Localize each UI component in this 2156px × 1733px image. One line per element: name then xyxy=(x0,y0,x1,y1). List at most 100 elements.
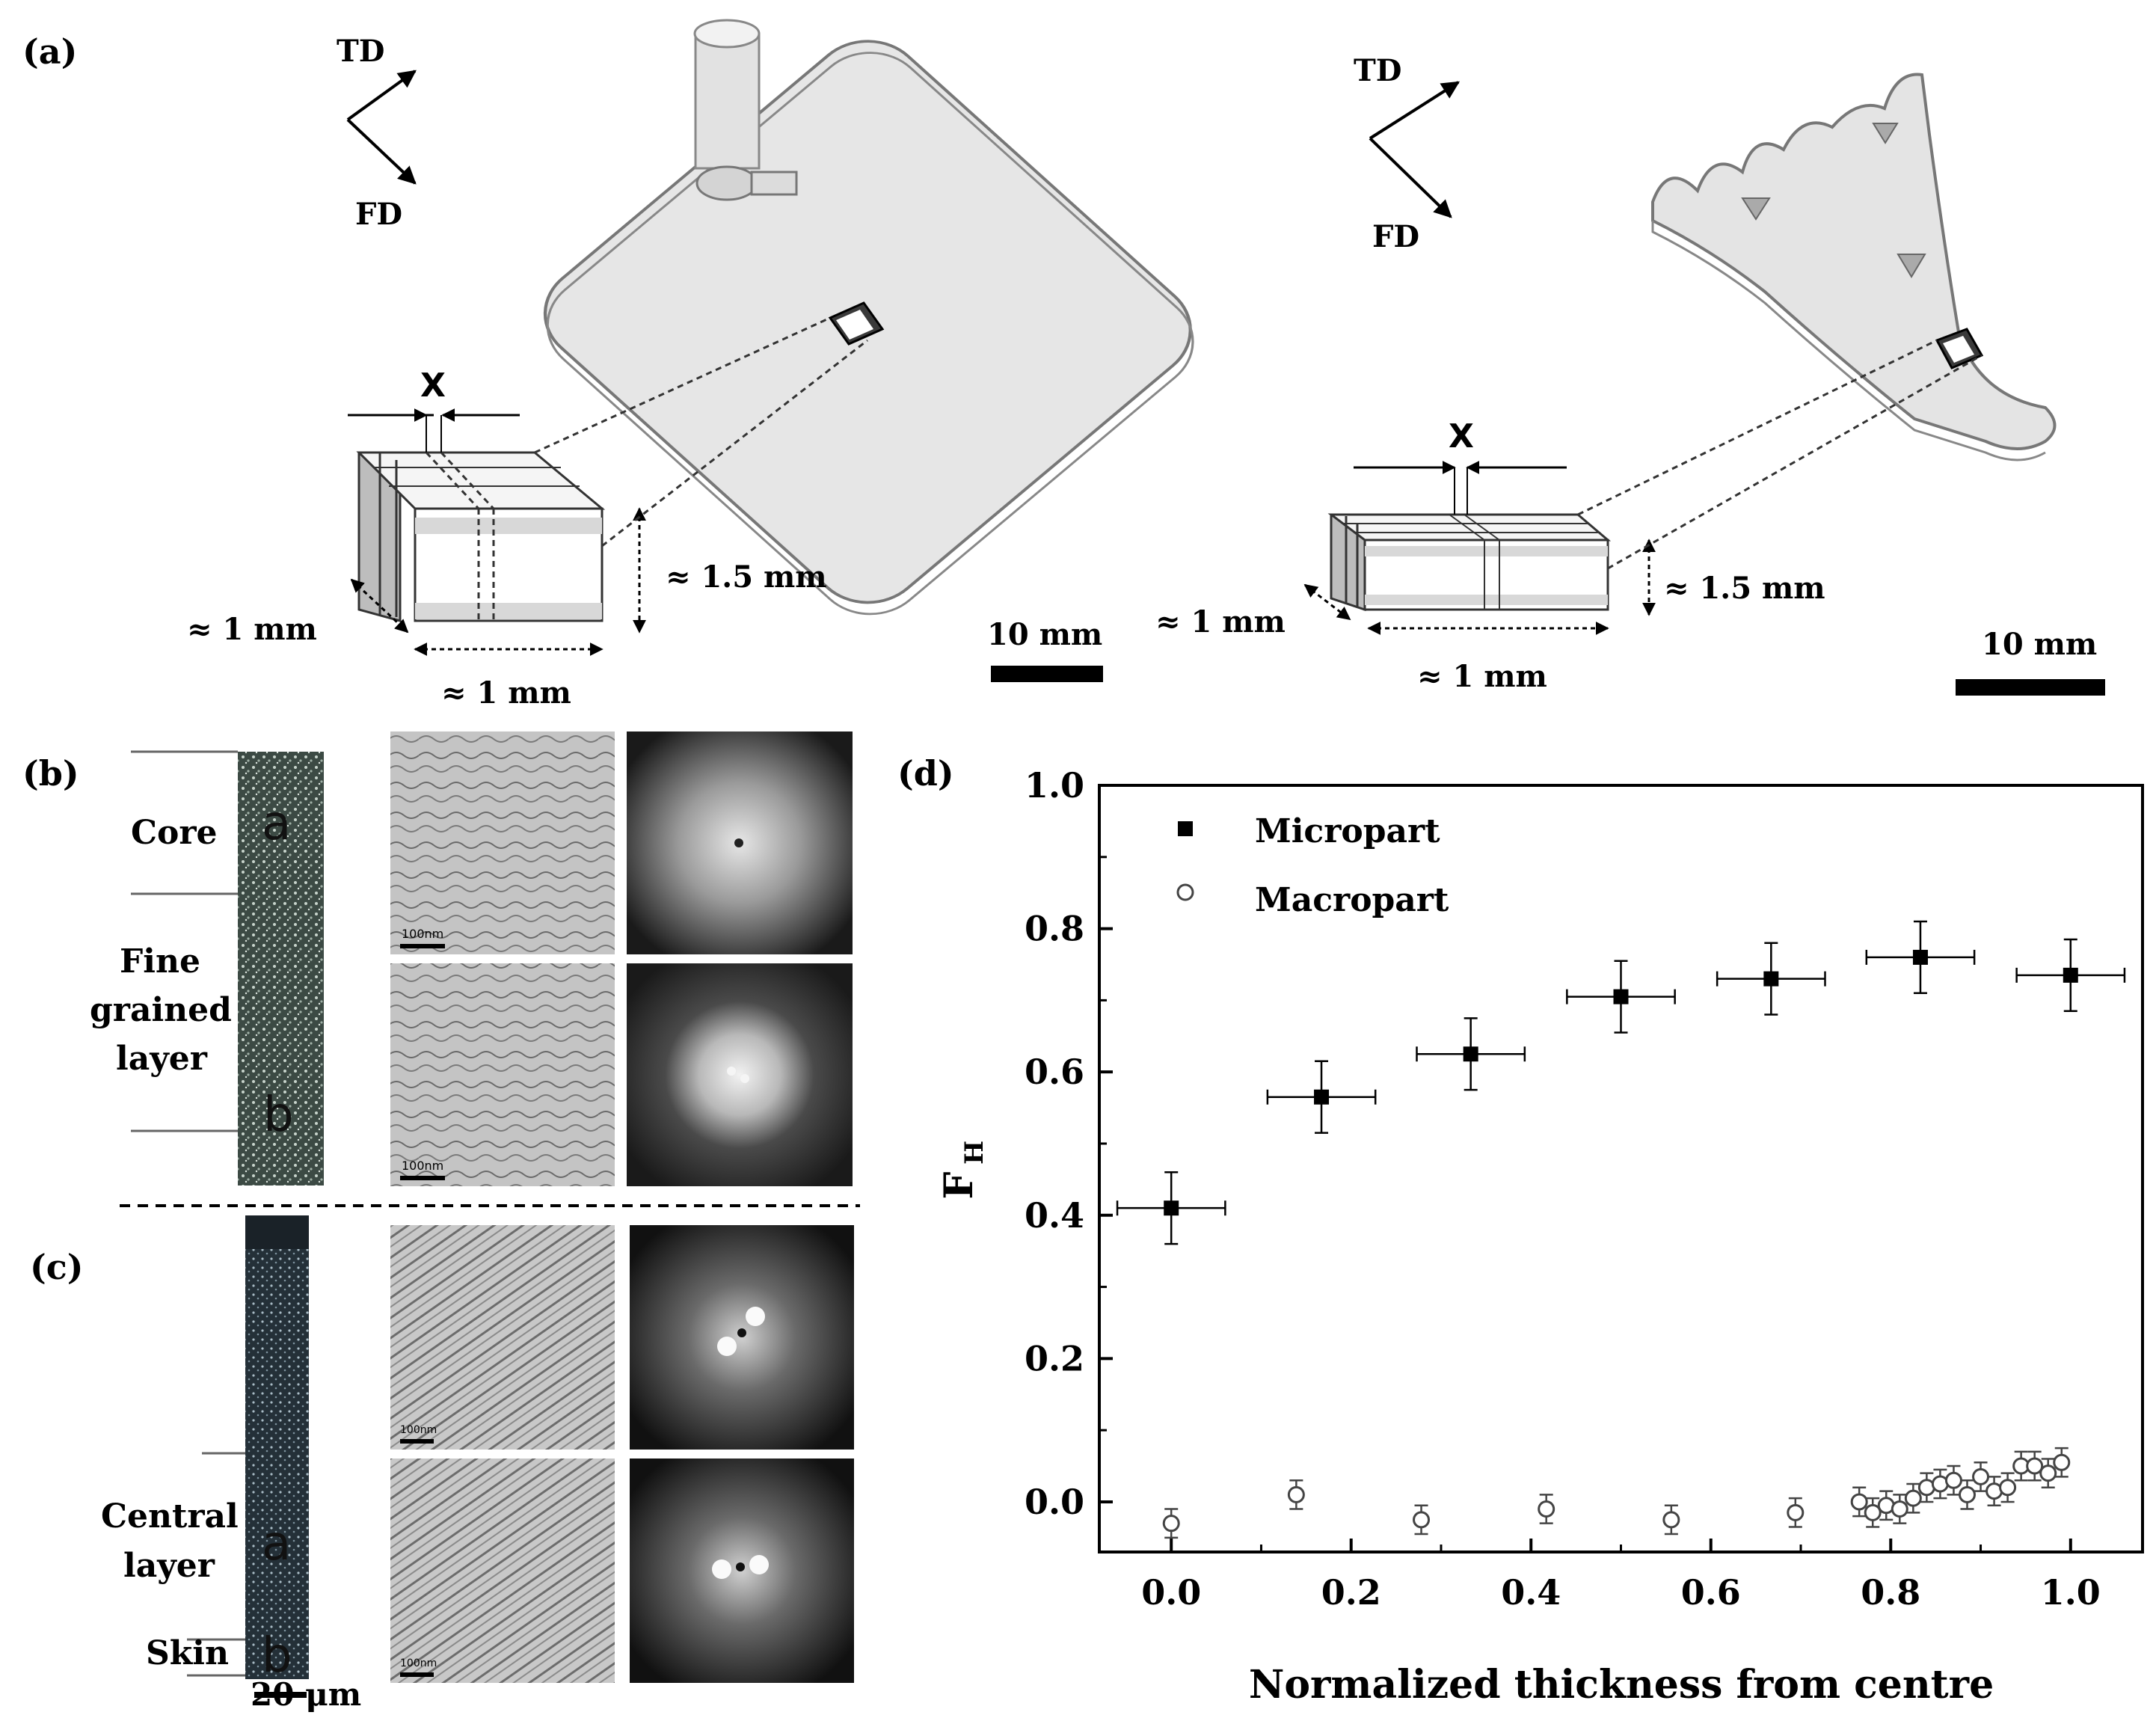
micropart-point xyxy=(1613,989,1629,1004)
legend-macropart-marker xyxy=(1176,883,1194,901)
x-tick-label: 0.2 xyxy=(1321,1572,1381,1613)
panel-b: (b) Core Fine grained layer a b 100nm 10… xyxy=(22,731,853,1186)
panel-c-central-label-2: layer xyxy=(123,1547,215,1585)
macropart-point xyxy=(1864,1503,1882,1521)
macropart-point xyxy=(1850,1493,1868,1511)
macropart-point xyxy=(1891,1500,1908,1518)
panel-c-mark-a: a xyxy=(262,1516,291,1571)
y-tick-label: 0.4 xyxy=(1025,1195,1084,1236)
panel-b-fine-label-3: layer xyxy=(116,1040,208,1078)
panel-c: (c) Central layer Skin a b 20 μm 100nm 1… xyxy=(30,1215,854,1713)
panel-b-tem-scale-2: 100nm xyxy=(402,1159,443,1173)
panel-c-tem-scale-1: 100nm xyxy=(400,1424,437,1436)
micropart-point xyxy=(1912,949,1928,965)
macropart-point xyxy=(1538,1500,1555,1518)
chart-marks xyxy=(1116,920,2126,1539)
micropart-point xyxy=(2063,967,2078,983)
macropart-point xyxy=(1662,1511,1680,1529)
micropart-point xyxy=(1463,1046,1478,1062)
panel-b-tem-scale-1: 100nm xyxy=(402,927,443,941)
macropart-point xyxy=(1958,1485,1976,1503)
right-scale-label: 10 mm xyxy=(1982,627,2097,662)
panel-c-tem-top xyxy=(390,1225,615,1450)
panel-b-fine-label-1: Fine xyxy=(120,942,200,981)
y-axis-title: F H xyxy=(936,1141,989,1200)
left-td-label: TD xyxy=(337,34,384,69)
macropart-point xyxy=(2039,1464,2057,1482)
panel-b-tem-top xyxy=(390,731,615,954)
x-tick-label: 0.0 xyxy=(1141,1572,1201,1613)
panel-b-fft-bottom xyxy=(627,963,853,1186)
left-dim-height: ≈ 1.5 mm xyxy=(666,559,827,595)
left-scale-bar: 10 mm xyxy=(987,617,1103,682)
macropart-point xyxy=(1904,1489,1922,1507)
panel-d: (d) 0.0 0.2 0.4 0.6 0.8 1.0 0.0 0.2 0.4 0.6 0.8 1.0… xyxy=(897,753,2144,1708)
y-axis-title-main: F xyxy=(936,1171,982,1199)
right-x-label: X xyxy=(1449,417,1474,456)
panel-c-label: (c) xyxy=(30,1247,84,1287)
panel-b-label: (b) xyxy=(22,753,79,794)
x-tick-label: 1.0 xyxy=(2041,1572,2101,1613)
left-dim-width: ≈ 1 mm xyxy=(441,675,571,711)
micropart-point xyxy=(1763,971,1779,987)
y-axis-title-sub: H xyxy=(959,1141,989,1165)
left-fd-label: FD xyxy=(355,197,402,232)
y-tick-label: 0.6 xyxy=(1025,1052,1084,1092)
panel-c-tem-bottom xyxy=(390,1459,615,1683)
x-tick-label: 0.8 xyxy=(1861,1572,1920,1613)
macropart-point xyxy=(1972,1467,1990,1485)
macropart-point xyxy=(1413,1511,1431,1529)
macropart-point xyxy=(1162,1515,1180,1533)
left-x-label: X xyxy=(420,366,446,405)
legend-micropart-label: Micropart xyxy=(1255,812,1440,850)
macropart-point xyxy=(2053,1453,2071,1471)
panel-b-tem-bottom xyxy=(390,963,615,1186)
panel-c-scale-label: 20 μm xyxy=(251,1676,361,1713)
left-sample-block: X ≈ 1.5 mm ≈ 1 mm ≈ 1 mm xyxy=(187,316,868,711)
panel-b-fine-label-2: grained xyxy=(90,991,232,1029)
left-plate-part xyxy=(543,19,1194,616)
macropart-point xyxy=(2026,1457,2044,1475)
x-tick-label: 0.4 xyxy=(1501,1572,1561,1613)
panel-b-micrograph xyxy=(238,752,324,1186)
macropart-point xyxy=(1999,1479,2017,1497)
chart-legend: Micropart Macropart xyxy=(1176,812,1449,919)
panel-a-label: (a) xyxy=(22,31,77,72)
legend-micropart-marker xyxy=(1178,821,1193,836)
y-tick-label: 1.0 xyxy=(1025,765,1084,806)
right-orientation-axes: TD FD xyxy=(1354,53,1461,254)
panel-b-core-label: Core xyxy=(131,814,218,852)
right-sample-block: X ≈ 1.5 mm ≈ 1 mm ≈ 1 mm xyxy=(1155,339,1983,694)
panel-c-central-label-1: Central xyxy=(101,1497,239,1536)
panel-d-label: (d) xyxy=(897,753,954,794)
legend-macropart-label: Macropart xyxy=(1255,881,1449,919)
panel-c-tem-scale-2: 100nm xyxy=(400,1657,437,1669)
left-scale-label: 10 mm xyxy=(987,617,1102,652)
right-dim-depth: ≈ 1 mm xyxy=(1155,604,1286,639)
x-tick-label: 0.6 xyxy=(1681,1572,1741,1613)
right-dim-width: ≈ 1 mm xyxy=(1417,659,1547,694)
right-scale-bar: 10 mm xyxy=(1956,627,2105,696)
y-tick-label: 0.8 xyxy=(1025,909,1084,949)
panel-a: (a) TD FD xyxy=(22,19,2105,711)
chart-axes: 0.0 0.2 0.4 0.6 0.8 1.0 0.0 0.2 0.4 0.6 0.8 1.0 xyxy=(1025,765,2101,1613)
left-dim-depth: ≈ 1 mm xyxy=(187,612,317,647)
right-fd-label: FD xyxy=(1372,219,1419,254)
panel-c-skin-label: Skin xyxy=(146,1634,229,1672)
panel-b-mark-a: a xyxy=(262,796,291,851)
x-axis-title: Normalized thickness from centre xyxy=(1249,1662,1994,1708)
macropart-point xyxy=(1787,1503,1805,1521)
macropart-point xyxy=(1287,1485,1305,1503)
right-dim-height: ≈ 1.5 mm xyxy=(1664,571,1825,606)
left-orientation-axes: TD FD xyxy=(337,34,417,232)
panel-c-micrograph xyxy=(245,1215,309,1679)
right-tool-part xyxy=(1651,73,2057,461)
panel-b-mark-b: b xyxy=(263,1088,294,1143)
y-tick-label: 0.0 xyxy=(1025,1482,1084,1522)
micropart-point xyxy=(1164,1200,1179,1216)
y-tick-label: 0.2 xyxy=(1025,1338,1084,1378)
micropart-point xyxy=(1314,1089,1330,1105)
right-td-label: TD xyxy=(1354,53,1401,88)
panel-c-mark-b: b xyxy=(262,1628,292,1684)
